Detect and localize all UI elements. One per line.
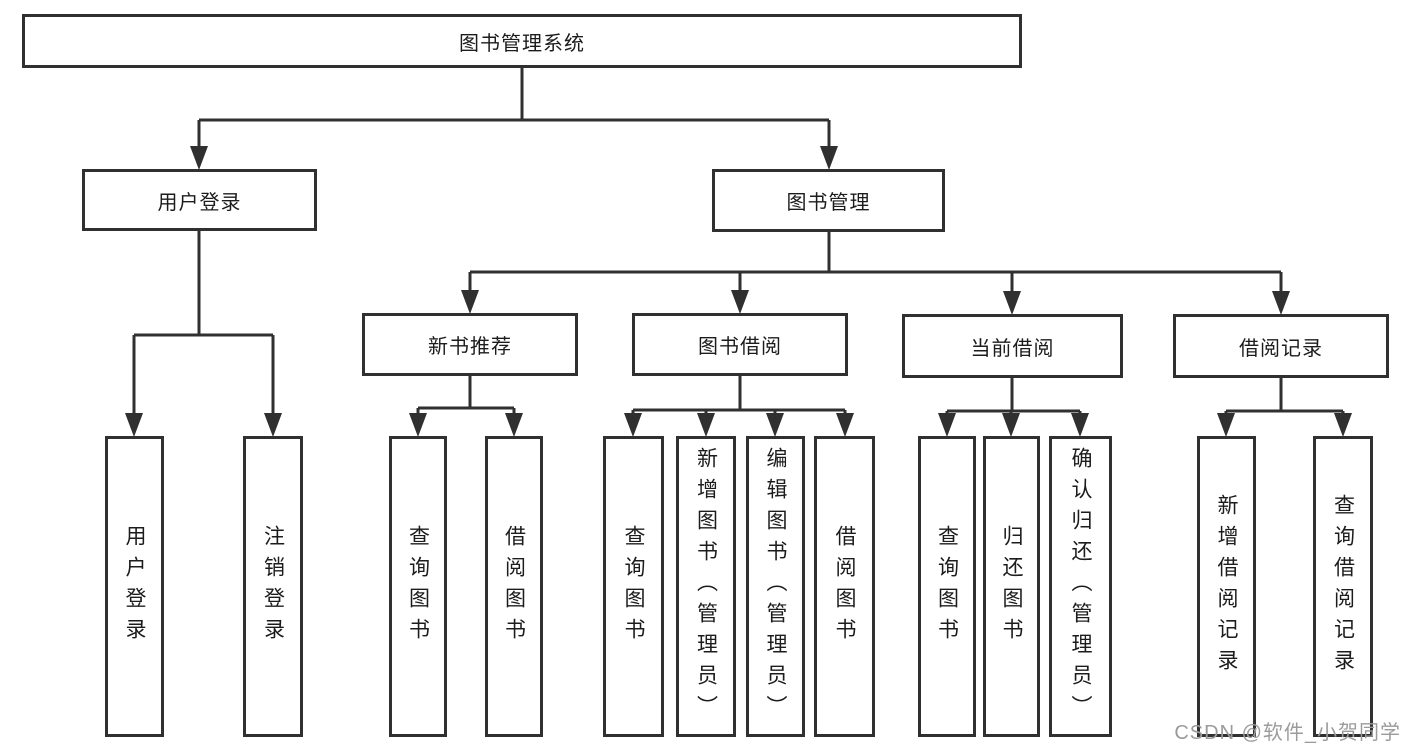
leaf-query-books-current: 查询图书	[918, 436, 976, 737]
leaf-confirm-return-admin: 确认归还（管理员）	[1049, 436, 1112, 737]
node-borrow-records: 借阅记录	[1173, 314, 1389, 378]
node-book-borrow: 图书借阅	[632, 313, 848, 376]
leaf-label: 查询图书	[406, 524, 430, 649]
leaf-label: 归还图书	[1000, 524, 1023, 649]
node-user-login: 用户登录	[82, 169, 317, 231]
leaf-label: 新增借阅记录	[1215, 493, 1238, 680]
node-current-borrow: 当前借阅	[902, 314, 1123, 378]
leaf-edit-books-admin: 编辑图书（管理员）	[746, 436, 805, 737]
node-new-book-recommend: 新书推荐	[362, 313, 578, 376]
leaf-label: 编辑图书（管理员）	[764, 447, 787, 726]
leaf-query-books-borrow: 查询图书	[603, 436, 664, 737]
csdn-watermark: CSDN @软件_小贺同学	[1174, 722, 1401, 744]
leaf-label: 注销登录	[261, 524, 285, 649]
leaf-query-books-recommend: 查询图书	[389, 436, 447, 737]
leaf-add-books-admin: 新增图书（管理员）	[676, 436, 736, 737]
leaf-user-login: 用户登录	[105, 436, 164, 737]
node-root-system: 图书管理系统	[22, 14, 1022, 68]
leaf-label: 借阅图书	[502, 524, 526, 649]
leaf-label: 用户登录	[123, 524, 146, 649]
leaf-add-borrow-record: 新增借阅记录	[1197, 436, 1256, 737]
leaf-label: 借阅图书	[833, 524, 856, 649]
leaf-logout: 注销登录	[243, 436, 303, 737]
leaf-borrow-books-recommend: 借阅图书	[485, 436, 543, 737]
node-book-management: 图书管理	[712, 169, 945, 232]
leaf-return-books: 归还图书	[983, 436, 1040, 737]
leaf-label: 确认归还（管理员）	[1069, 447, 1092, 726]
leaf-query-borrow-record: 查询借阅记录	[1313, 436, 1373, 737]
leaf-borrow-books: 借阅图书	[814, 436, 875, 737]
leaf-label: 新增图书（管理员）	[694, 447, 718, 726]
leaf-label: 查询图书	[935, 524, 959, 649]
leaf-label: 查询借阅记录	[1331, 493, 1355, 680]
leaf-label: 查询图书	[622, 524, 645, 649]
